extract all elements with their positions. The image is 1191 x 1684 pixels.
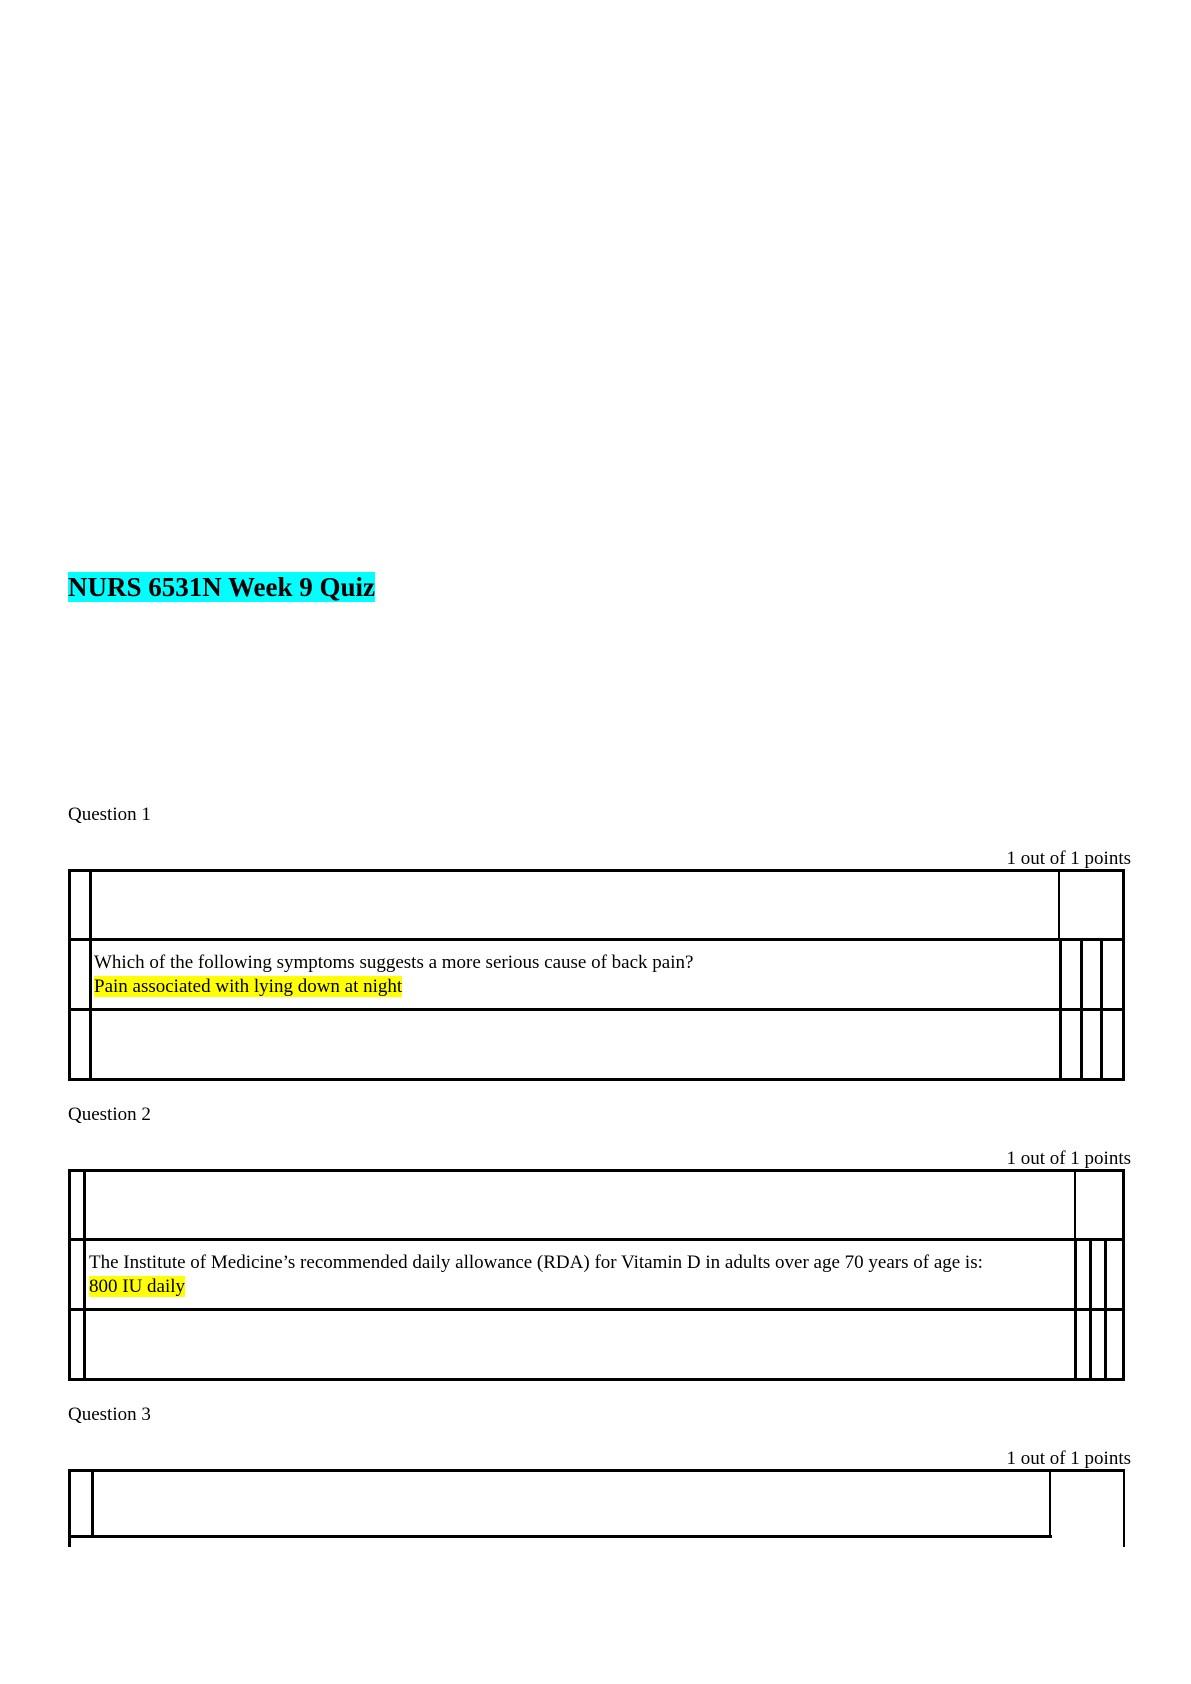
question-3-label: Question 3 [68,1404,151,1425]
question-1-label: Question 1 [68,804,151,825]
question-1-prompt: Which of the following symptoms suggests… [94,952,694,973]
question-2-score: 1 out of 1 points [1006,1148,1131,1169]
document-title: NURS 6531N Week 9 Quiz [68,572,376,602]
question-2-prompt: The Institute of Medicine’s recommended … [89,1252,983,1273]
question-2-label: Question 2 [68,1104,151,1125]
question-3-score: 1 out of 1 points [1006,1448,1131,1469]
question-2-answer: 800 IU daily [89,1276,186,1297]
question-1-answer: Pain associated with lying down at night [94,976,403,997]
question-1-score: 1 out of 1 points [1006,848,1131,869]
